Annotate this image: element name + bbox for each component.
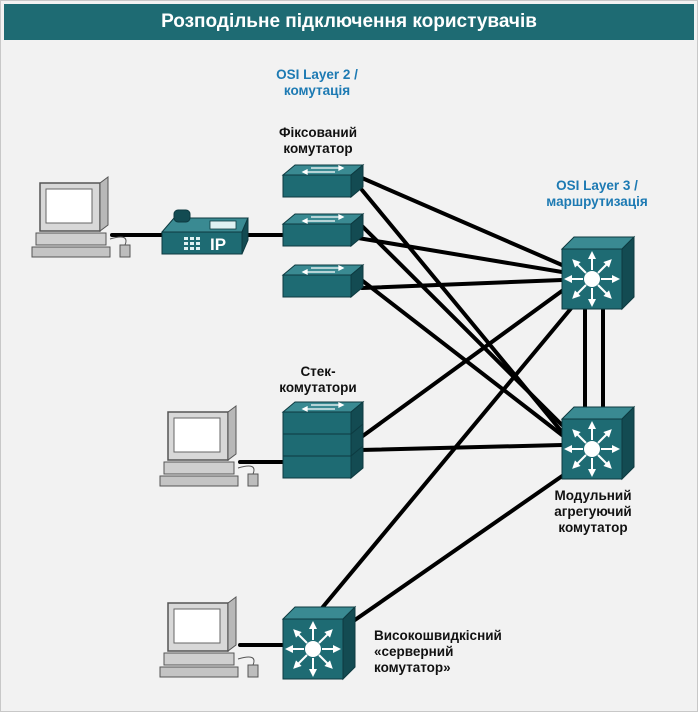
link-sw2-l3b <box>356 220 564 427</box>
ip-phone-icon: IP <box>160 209 249 255</box>
ip-phone-label: IP <box>210 235 226 254</box>
switch-icon <box>281 212 365 248</box>
router-switch-icon <box>560 235 636 311</box>
router-switch-icon <box>281 605 357 681</box>
switch-icon <box>281 163 365 199</box>
label-modular-switch: Модульний агрегуючий комутатор <box>538 488 648 536</box>
computer-icon <box>31 176 131 258</box>
link-sw1-l3a <box>360 176 564 267</box>
label-layer3-line2: маршрутизація <box>546 194 648 209</box>
label-fixed-switch: Фіксований комутатор <box>268 125 368 157</box>
label-layer3-line1: OSI Layer 3 / <box>556 178 638 193</box>
label-server-switch-line3: комутатор» <box>374 660 451 675</box>
label-modular-switch-line3: комутатор <box>558 520 628 535</box>
diagram-title: Розподільне підключення користувачів <box>161 11 537 32</box>
label-modular-switch-line1: Модульний <box>554 488 632 503</box>
link-stack-l3b <box>358 443 564 452</box>
label-server-switch: Високошвидкісний «серверний комутатор» <box>374 628 544 676</box>
label-layer2-line2: комутація <box>283 83 351 98</box>
computer-icon <box>159 596 259 678</box>
label-layer2: OSI Layer 2 / комутація <box>262 67 372 99</box>
label-fixed-switch-line2: комутатор <box>283 141 353 156</box>
label-stack-switches-line2: комутатори <box>279 380 357 395</box>
link-sw3-l3b <box>353 273 564 437</box>
title-bar: Розподільне підключення користувачів <box>4 4 694 40</box>
link-sw3-l3a <box>360 278 564 290</box>
label-stack-switches: Стек- комутатори <box>268 364 368 396</box>
switch-icon <box>281 263 365 299</box>
label-layer2-line1: OSI Layer 2 / <box>276 67 358 82</box>
stack-switch-icon <box>281 400 365 480</box>
router-switch-icon <box>560 405 636 481</box>
label-server-switch-line1: Високошвидкісний <box>374 628 502 643</box>
link-sw2-l3a <box>356 236 564 274</box>
label-layer3: OSI Layer 3 / маршрутизація <box>532 178 662 210</box>
link-server-l3a <box>320 298 580 610</box>
label-modular-switch-line2: агрегуючий <box>554 504 632 519</box>
label-stack-switches-line1: Стек- <box>300 364 336 379</box>
computer-icon <box>159 405 259 487</box>
link-server-l3b <box>350 463 580 624</box>
label-server-switch-line2: «серверний <box>374 644 454 659</box>
label-fixed-switch-line1: Фіксований <box>279 125 357 140</box>
links <box>110 176 605 647</box>
link-stack-l3a <box>358 286 568 440</box>
